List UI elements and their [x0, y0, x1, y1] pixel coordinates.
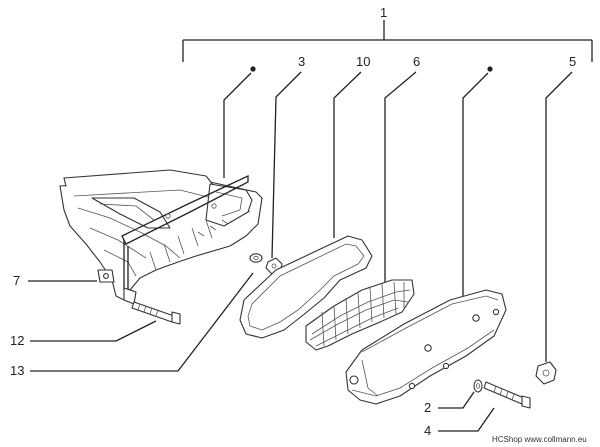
screw-5 — [535, 361, 557, 385]
leader-lines — [28, 71, 573, 432]
callout-6: 6 — [413, 54, 420, 69]
callout-5: 5 — [569, 54, 576, 69]
screw-12 — [131, 301, 181, 325]
filter-mesh-6 — [305, 279, 415, 351]
callout-1: 1 — [380, 5, 387, 20]
callout-12: 12 — [10, 333, 24, 348]
bracket-assembly — [59, 169, 263, 305]
bolt-4 — [483, 381, 531, 409]
gasket-10 — [239, 235, 373, 339]
callout-10: 10 — [356, 54, 370, 69]
washer-2 — [473, 379, 483, 393]
callout-13: 13 — [10, 363, 24, 378]
callout-7: 7 — [13, 273, 20, 288]
callout-3: 3 — [298, 54, 305, 69]
callout-2: 2 — [424, 400, 431, 415]
reference-dot-left — [250, 66, 256, 72]
reference-dot-right — [487, 66, 493, 72]
callout-4: 4 — [424, 423, 431, 438]
cover-housing — [345, 289, 507, 405]
source-credit: HCShop www.collmann.eu — [492, 435, 587, 444]
group-bracket — [182, 20, 593, 62]
washer-13 — [249, 253, 263, 263]
